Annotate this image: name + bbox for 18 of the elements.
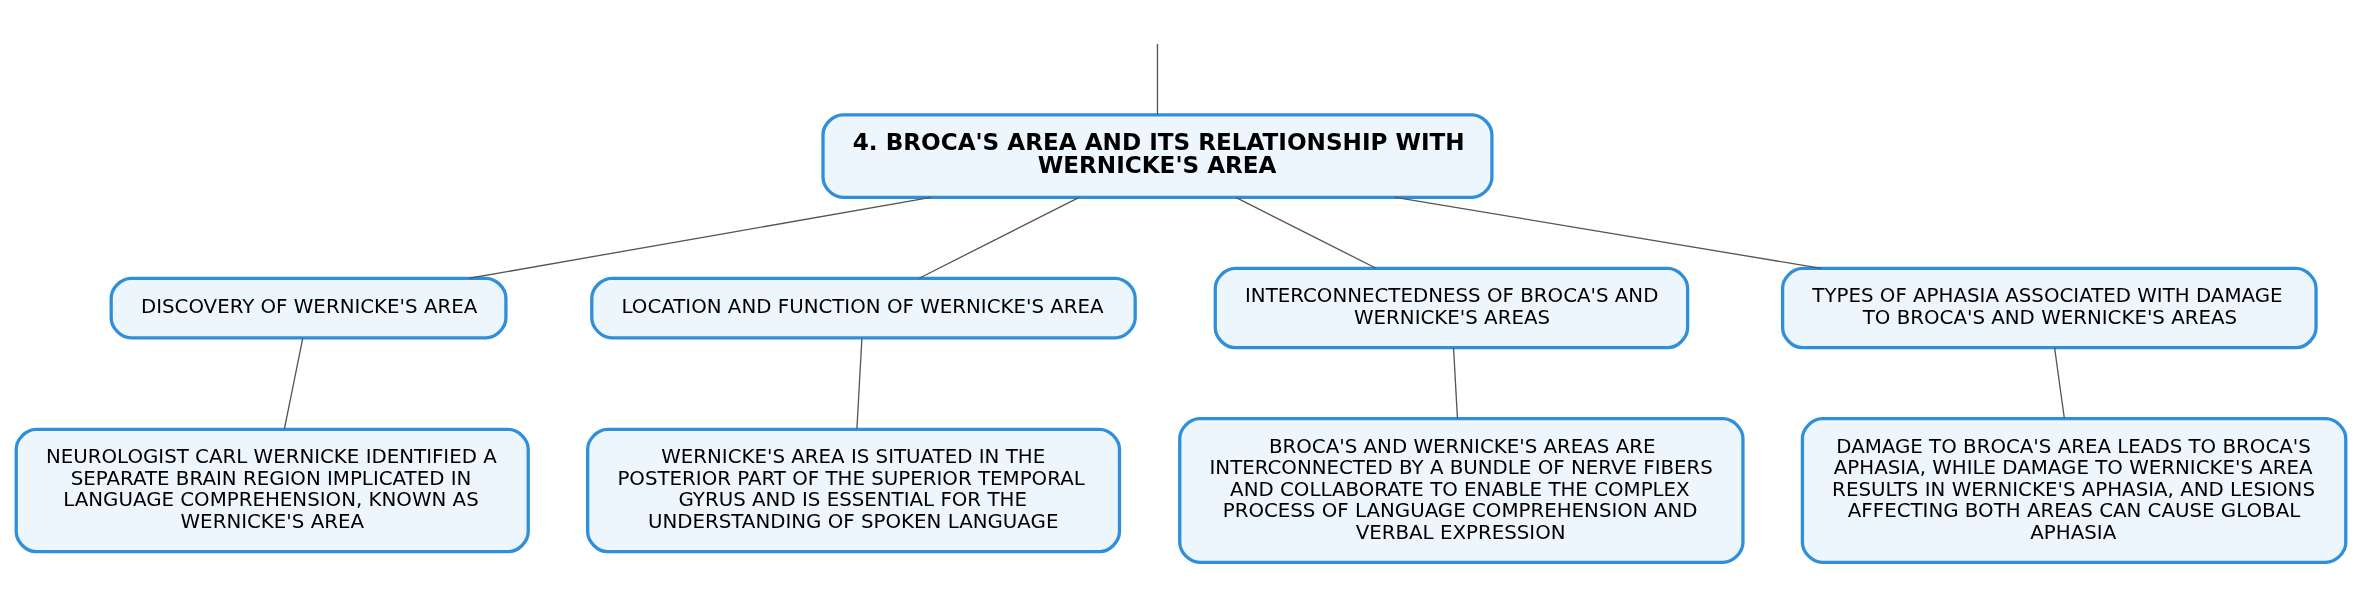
connector [1156,43,1159,115]
connector [468,196,932,279]
node-box: TYPES OF APHASIA ASSOCIATED WITH DAMAGE TO BROCA'S AND WERNICKE'S AREAS [1780,266,2318,350]
node-box: WERNICKE'S AREA IS SITUATED IN THE POSTERIOR PART OF THE SUPERIOR TEMPORAL GYRUS AND IS ESSENTIAL FOR THE UNDERSTANDING OF SPOKEN LANGUAGE [586,427,1122,554]
node-box: 4. BROCA'S AREA AND ITS RELATIONSHIP WITH WERNICKE'S AREA [821,113,1494,200]
connector [283,337,304,430]
node-box: DAMAGE TO BROCA'S AREA LEADS TO BROCA'S APHASIA, WHILE DAMAGE TO WERNICKE'S AREA RESULTS IN WERNICKE'S APHASIA, AND LESIONS AFFECTING BOTH AREAS CAN CAUSE GLOBAL APHASIA [1800,417,2348,565]
node-box: LOCATION AND FUNCTION OF WERNICKE'S AREA [590,276,1137,340]
connector [1235,196,1377,269]
connector [856,337,863,430]
connector [1452,347,1459,420]
node-box: NEUROLOGIST CARL WERNICKE IDENTIFIED A SEPARATE BRAIN REGION IMPLICATED IN LANGUAGE COMPREHENSION, KNOWN AS WERNICKE'S AREA [14,427,530,554]
connector [1394,196,1823,270]
connector [918,196,1080,279]
node-box: BROCA'S AND WERNICKE'S AREAS ARE INTERCONNECTED BY A BUNDLE OF NERVE FIBERS AND COLLABORATE TO ENABLE THE COMPLEX PROCESS OF LANGUAGE COMPREHENSION AND VERBAL EXPRESSION [1178,417,1745,565]
node-box: INTERCONNECTEDNESS OF BROCA'S AND WERNICKE'S AREAS [1213,266,1690,350]
connector [2053,347,2065,420]
node-box: DISCOVERY OF WERNICKE'S AREA [109,276,508,340]
